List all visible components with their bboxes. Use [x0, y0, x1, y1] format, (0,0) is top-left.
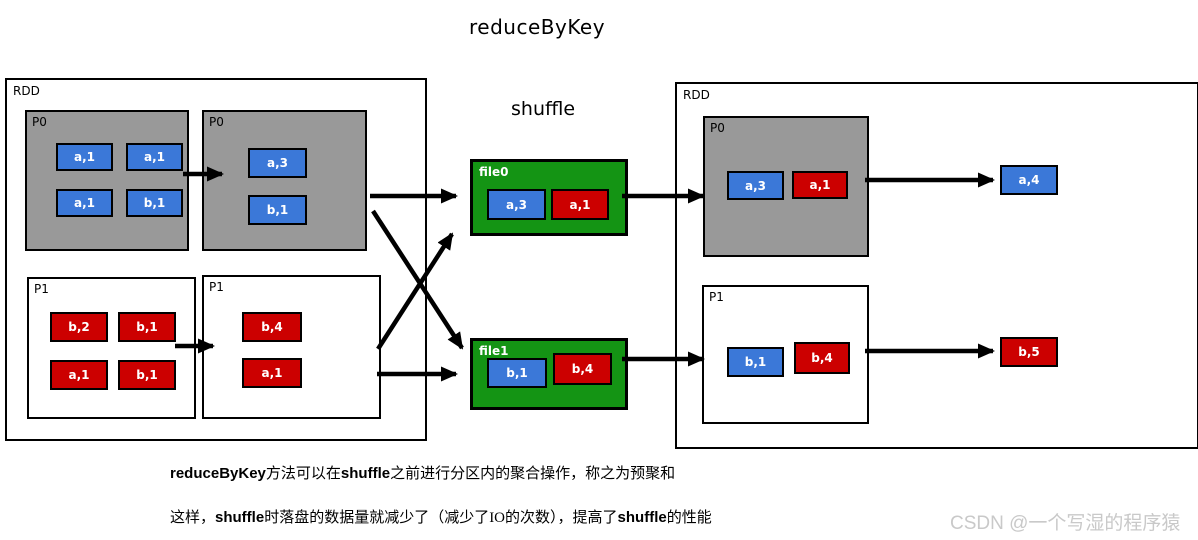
pair-cell: a,3 — [487, 189, 546, 220]
partition-label: P1 — [34, 282, 49, 296]
pair-cell: b,1 — [248, 195, 307, 225]
pair-cell: b,2 — [50, 312, 108, 342]
caption-segment: 的性能 — [666, 510, 712, 526]
partition-p1-before: P1 b,2 b,1 a,1 b,1 — [27, 277, 196, 419]
caption-segment: shuffle — [617, 509, 667, 526]
pair-cell: a,3 — [727, 171, 784, 200]
caption-segment: 之前进行分区内的聚合操作，称之为预聚和 — [390, 466, 676, 482]
pair-cell: a,1 — [50, 360, 108, 390]
reduced-pair-b5: b,5 — [1000, 337, 1058, 367]
partition-label: P1 — [209, 280, 224, 294]
partition-p0-result: P0 a,3 a,1 — [703, 116, 869, 257]
shuffle-stage-label: shuffle — [511, 98, 576, 120]
left-rdd-label: RDD — [13, 84, 40, 98]
pair-cell: b,4 — [553, 353, 612, 385]
caption-segment: 时落盘的数据量就减少了（减少了IO的次数），提高了 — [264, 510, 618, 526]
pair-cell: b,1 — [118, 360, 176, 390]
shuffle-file0-box: file0 a,3 a,1 — [470, 159, 628, 236]
right-rdd-box: RDD P0 a,3 a,1 P1 b,1 b,4 a,4 b,5 — [675, 82, 1198, 449]
pair-cell: a,1 — [242, 358, 302, 388]
partition-p1-result: P1 b,1 b,4 — [702, 285, 869, 424]
diagram-title: reduceByKey — [469, 15, 606, 39]
partition-p0-before: P0 a,1 a,1 a,1 b,1 — [25, 110, 189, 251]
caption-segment: 这样， — [170, 510, 216, 526]
pair-cell: a,3 — [248, 148, 307, 178]
caption-segment: shuffle — [215, 509, 265, 526]
file-label: file1 — [479, 344, 509, 358]
pair-cell: a,1 — [126, 143, 183, 171]
pair-cell: a,1 — [56, 143, 113, 171]
caption-line-2: 这样，shuffle时落盘的数据量就减少了（减少了IO的次数），提高了shuff… — [170, 506, 712, 527]
caption-segment: reduceByKey — [170, 465, 266, 482]
right-rdd-label: RDD — [683, 88, 710, 102]
shuffle-file1-box: file1 b,1 b,4 — [470, 338, 628, 410]
pair-cell: b,1 — [126, 189, 183, 217]
partition-label: P0 — [32, 115, 47, 129]
csdn-watermark: CSDN @一个写湿的程序猿 — [950, 513, 1181, 534]
partition-label: P1 — [709, 290, 724, 304]
pair-cell: a,1 — [792, 171, 848, 199]
pair-cell: b,4 — [242, 312, 302, 342]
reduced-pair-a4: a,4 — [1000, 165, 1058, 195]
caption-line-1: reduceByKey方法可以在shuffle之前进行分区内的聚合操作，称之为预… — [170, 462, 675, 483]
caption-segment: 方法可以在 — [265, 466, 341, 482]
partition-label: P0 — [710, 121, 725, 135]
file-label: file0 — [479, 165, 509, 179]
pair-cell: b,1 — [118, 312, 176, 342]
partition-p0-after: P0 a,3 b,1 — [202, 110, 367, 251]
pair-cell: a,1 — [56, 189, 113, 217]
partition-label: P0 — [209, 115, 224, 129]
caption-segment: shuffle — [340, 465, 391, 482]
partition-p1-after: P1 b,4 a,1 — [202, 275, 381, 419]
pair-cell: b,1 — [487, 358, 547, 388]
pair-cell: b,1 — [727, 347, 784, 377]
pair-cell: b,4 — [794, 342, 850, 374]
pair-cell: a,1 — [551, 189, 609, 220]
left-rdd-box: RDD P0 a,1 a,1 a,1 b,1 P0 a,3 b,1 P1 b,2… — [5, 78, 427, 441]
